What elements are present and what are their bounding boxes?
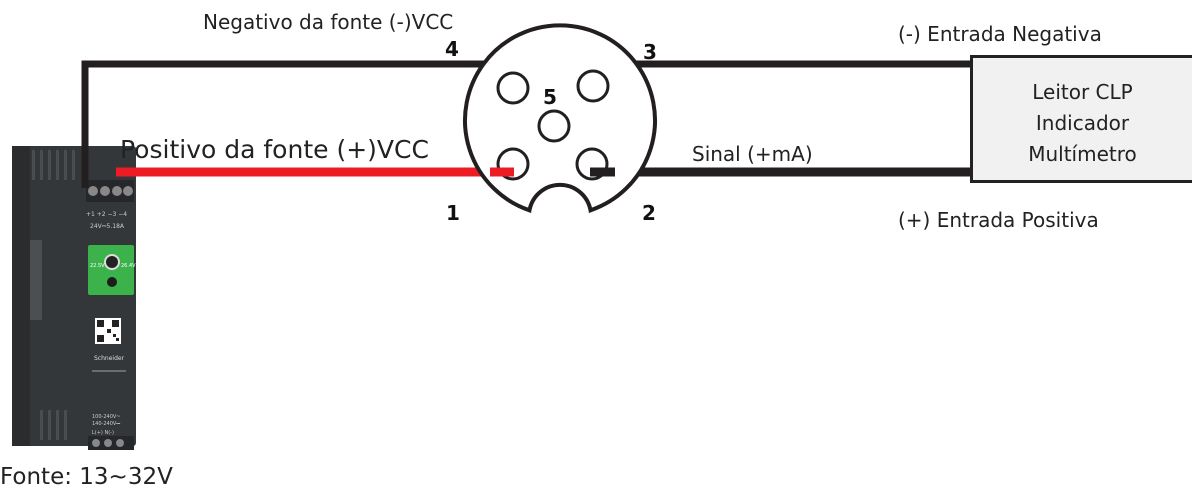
- label-sinal: Sinal (+mA): [692, 142, 813, 166]
- wire-negative: [81, 60, 972, 188]
- svg-text:+1 +2 −3 −4: +1 +2 −3 −4: [86, 211, 127, 218]
- psu-led-icon: [107, 277, 117, 287]
- psu-green-panel: [88, 245, 134, 295]
- label-negativo-fonte: Negativo da fonte (-)VCC: [203, 10, 454, 34]
- pin-4-hole-icon: [496, 71, 530, 105]
- reader-device-box: Leitor CLP Indicador Multímetro: [970, 55, 1192, 183]
- pin-number-4: 4: [445, 37, 459, 61]
- svg-text:100-240V~: 100-240V~: [92, 414, 121, 420]
- device-line-plc: Leitor CLP: [1032, 80, 1133, 104]
- psu-brand: Schneider: [94, 355, 125, 362]
- pin-3-hole-icon: [576, 69, 610, 103]
- label-entrada-positiva: (+) Entrada Positiva: [898, 208, 1099, 232]
- psu-bottom-terminals: [88, 436, 134, 450]
- svg-text:L(+) N(-): L(+) N(-): [92, 430, 114, 436]
- device-line-indicator: Indicador: [1035, 111, 1130, 135]
- pin-number-5: 5: [543, 85, 557, 109]
- qr-code-icon: [95, 318, 121, 344]
- pin-number-2: 2: [642, 201, 656, 225]
- svg-text:140-240V⎓: 140-240V⎓: [92, 421, 120, 427]
- psu-top-terminals: [86, 180, 134, 202]
- svg-text:26.4V: 26.4V: [121, 263, 136, 269]
- svg-text:22.5V: 22.5V: [90, 263, 105, 269]
- power-supply: +1 +2 −3 −4 24V⎓5.18A 22.5V 26.4V Schnei…: [12, 146, 136, 450]
- label-fonte: Fonte: 13~32V: [0, 464, 173, 490]
- pin-number-1: 1: [446, 201, 460, 225]
- pin-5-hole-icon: [537, 109, 571, 143]
- pin-number-3: 3: [643, 40, 657, 64]
- label-positivo-fonte: Positivo da fonte (+)VCC: [120, 135, 429, 164]
- psu-output-rating: 24V⎓5.18A: [90, 223, 125, 230]
- label-entrada-negativa: (-) Entrada Negativa: [898, 22, 1102, 46]
- psu-adjust-knob-icon: [104, 254, 120, 270]
- device-line-multimeter: Multímetro: [1028, 142, 1137, 166]
